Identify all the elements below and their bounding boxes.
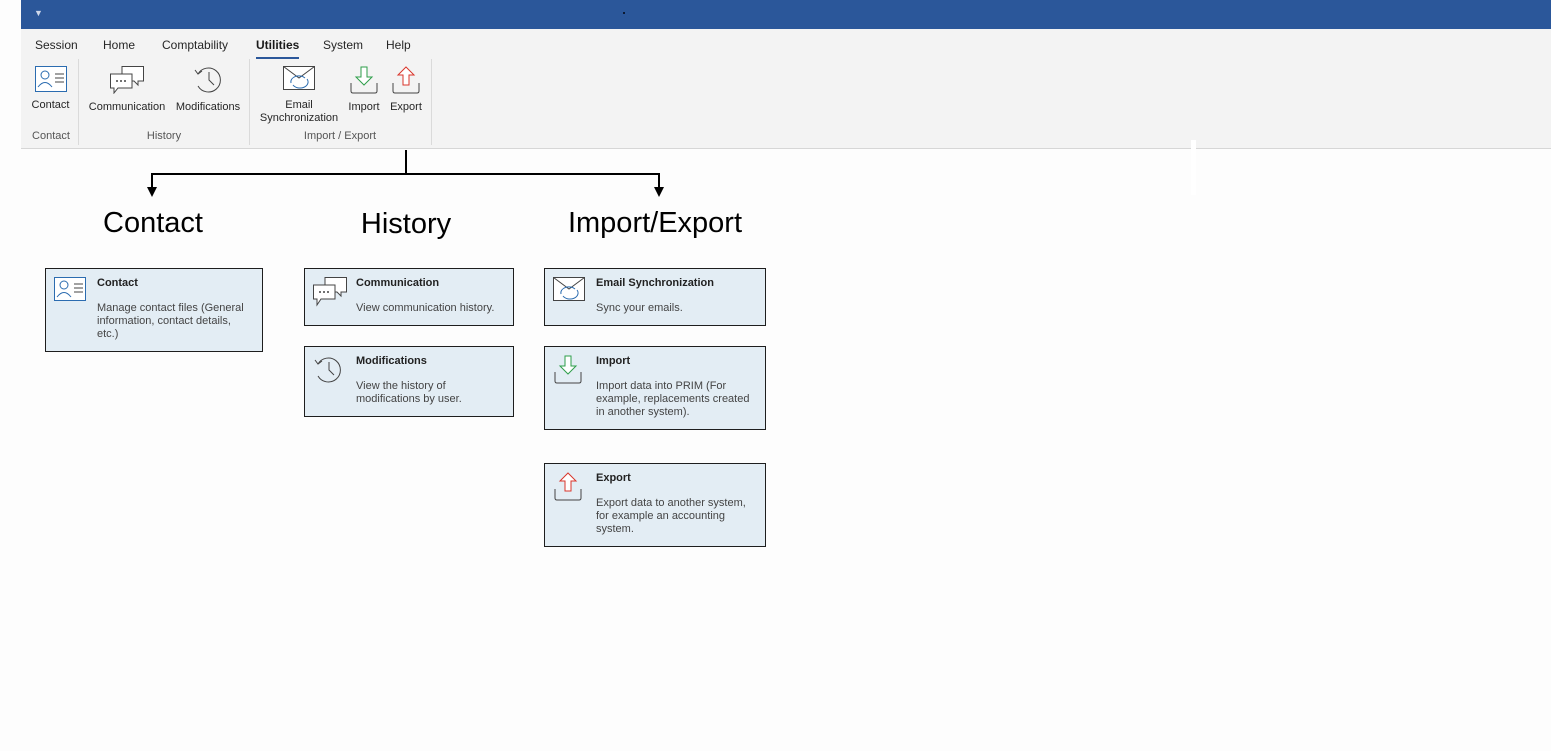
ribbon-import-button[interactable]: Import	[345, 66, 383, 114]
title-dot	[623, 12, 625, 14]
card-communication[interactable]: Communication View communication history…	[304, 268, 514, 326]
ribbon-modifications-button[interactable]: Modifications	[171, 66, 245, 114]
card-modifications-title: Modifications	[356, 355, 427, 367]
tab-help[interactable]: Help	[386, 38, 411, 52]
card-description-line: system.	[596, 523, 634, 535]
card-description-line: Sync your emails.	[596, 302, 683, 314]
ribbon-email-sync-button[interactable]: Email Synchronization	[257, 66, 341, 125]
email-sync-icon	[553, 277, 585, 301]
card-description-line: etc.)	[97, 328, 119, 340]
card-description-line: for example an accounting	[596, 510, 726, 522]
card-export-title: Export	[596, 472, 631, 484]
card-description-line: modifications by user.	[356, 393, 462, 405]
card-contact[interactable]: Contact Manage contact files (General in…	[45, 268, 263, 352]
chat-bubbles-icon	[110, 66, 144, 94]
card-description-line: information, contact details,	[97, 315, 231, 327]
arrow-down-right-icon	[654, 187, 664, 197]
ribbon-contact-button[interactable]: Contact	[28, 66, 73, 112]
ribbon-communication-button[interactable]: Communication	[85, 66, 169, 114]
contact-card-icon	[54, 277, 86, 301]
card-description-line: example, replacements created	[596, 393, 750, 405]
card-description-line: Import data into PRIM (For	[596, 380, 727, 392]
card-import[interactable]: Import Import data into PRIM (For exampl…	[544, 346, 766, 430]
card-email-sync[interactable]: Email Synchronization Sync your emails.	[544, 268, 766, 326]
ribbon: Session Home Comptability Utilities Syst…	[21, 29, 1551, 149]
chat-bubbles-icon	[313, 277, 347, 307]
section-heading-history: History	[360, 208, 452, 240]
card-export-description: Export data to another system, for examp…	[596, 497, 746, 536]
card-export[interactable]: Export Export data to another system, fo…	[544, 463, 766, 547]
card-description-line: View communication history.	[356, 302, 495, 314]
card-contact-description: Manage contact files (General informatio…	[97, 302, 244, 341]
card-description-line: Export data to another system,	[596, 497, 746, 509]
ribbon-email-sync-label-line1: Email	[285, 99, 313, 111]
ribbon-email-sync-label-line2: Synchronization	[259, 112, 339, 124]
card-email-sync-title: Email Synchronization	[596, 277, 714, 289]
arrow-down-left-icon	[147, 187, 157, 197]
card-email-sync-description: Sync your emails.	[596, 302, 683, 315]
section-heading-contact: Contact	[103, 207, 203, 239]
tab-session[interactable]: Session	[35, 38, 78, 52]
export-arrow-icon	[554, 472, 582, 501]
card-import-description: Import data into PRIM (For example, repl…	[596, 380, 749, 419]
ribbon-contact-label: Contact	[31, 99, 70, 111]
import-arrow-icon	[350, 66, 378, 94]
card-modifications[interactable]: Modifications View the history of modifi…	[304, 346, 514, 417]
card-contact-title: Contact	[97, 277, 138, 289]
ribbon-group-contact-label: Contact	[32, 130, 70, 142]
ribbon-group-import-export-label: Import / Export	[303, 130, 377, 142]
card-description-line: in another system).	[596, 406, 690, 418]
ribbon-group-separator	[249, 59, 250, 145]
tab-utilities[interactable]: Utilities	[256, 38, 300, 59]
card-communication-description: View communication history.	[356, 302, 494, 315]
ribbon-export-button[interactable]: Export	[387, 66, 425, 114]
ribbon-communication-label: Communication	[88, 101, 166, 113]
title-bar: ▼	[21, 0, 1551, 29]
tab-home[interactable]: Home	[103, 38, 136, 52]
history-clock-icon	[314, 357, 341, 383]
section-heading-import-export: Import/Export	[567, 207, 743, 239]
ribbon-export-label: Export	[390, 101, 422, 113]
tab-system[interactable]: System	[323, 38, 364, 52]
ribbon-group-separator	[78, 59, 79, 145]
import-arrow-icon	[554, 355, 582, 384]
card-description-line: View the history of	[356, 380, 446, 392]
card-import-title: Import	[596, 355, 631, 367]
card-communication-title: Communication	[356, 277, 440, 289]
card-modifications-description: View the history of modifications by use…	[356, 380, 462, 406]
ribbon-group-history-label: History	[146, 130, 182, 142]
white-marker	[1191, 140, 1196, 195]
ribbon-modifications-label: Modifications	[175, 101, 241, 113]
quick-access-dropdown-icon[interactable]: ▼	[34, 8, 43, 18]
export-arrow-icon	[392, 66, 420, 94]
ribbon-group-separator	[431, 59, 432, 145]
email-sync-icon	[283, 66, 315, 90]
history-clock-icon	[194, 67, 221, 93]
tab-comptability[interactable]: Comptability	[162, 38, 229, 52]
contact-card-icon	[34, 66, 67, 92]
card-description-line: Manage contact files (General	[97, 302, 244, 314]
ribbon-import-label: Import	[348, 101, 380, 113]
